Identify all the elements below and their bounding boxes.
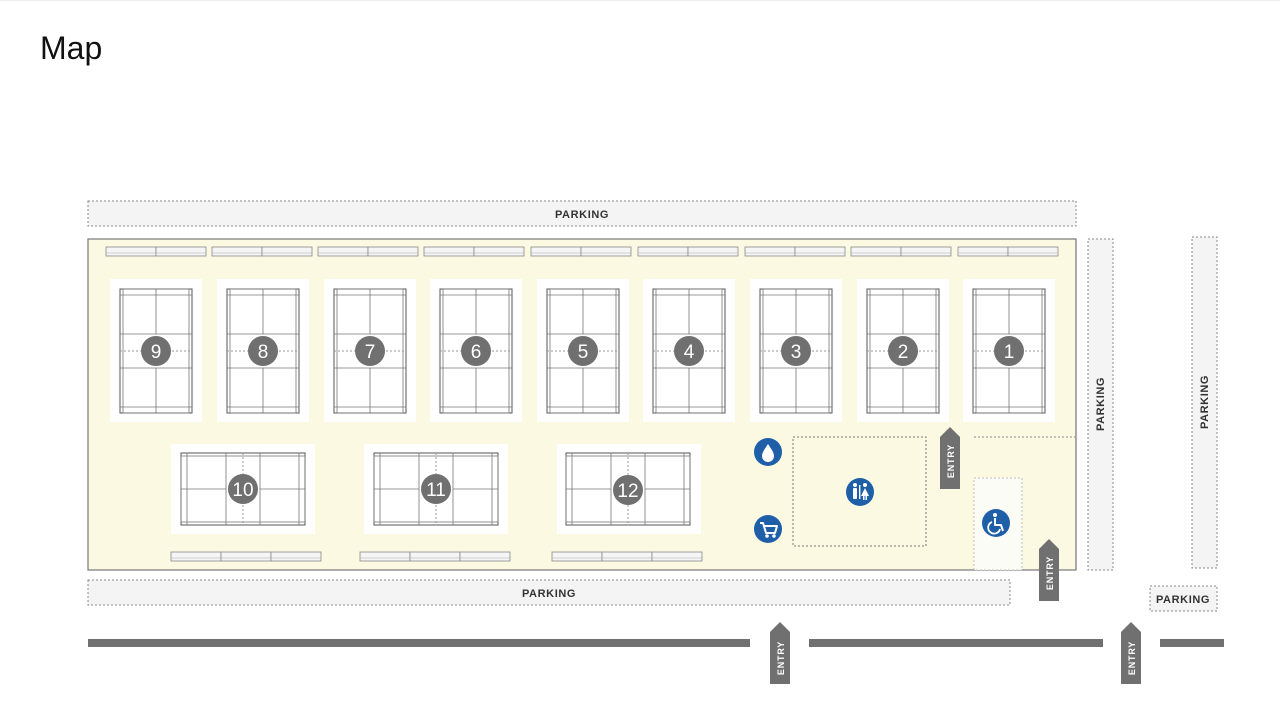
svg-text:5: 5 [578, 342, 589, 363]
shopping-cart-icon[interactable] [754, 515, 782, 543]
svg-text:4: 4 [684, 342, 695, 363]
entry-arrow-road-right[interactable]: ENTRY [1121, 622, 1141, 684]
court-8[interactable]: 8 [226, 288, 300, 414]
water-drop-icon[interactable] [754, 438, 782, 466]
parking-top: PARKING [87, 200, 1077, 227]
court-9[interactable]: 9 [119, 288, 193, 414]
svg-text:2: 2 [898, 342, 909, 363]
svg-text:PARKING: PARKING [522, 588, 576, 600]
svg-text:8: 8 [258, 342, 269, 363]
court-12[interactable]: 12 [565, 452, 691, 526]
wheelchair-icon[interactable] [982, 509, 1010, 537]
svg-text:1: 1 [1004, 342, 1015, 363]
parking-small: PARKING [1149, 585, 1218, 612]
court-1[interactable]: 1 [972, 288, 1046, 414]
bench-row-bottom [170, 551, 703, 562]
svg-text:ENTRY: ENTRY [1127, 641, 1137, 675]
entry-arrow-lobby[interactable]: ENTRY [940, 427, 960, 489]
svg-text:ENTRY: ENTRY [946, 444, 956, 478]
parking-right-outer: PARKING [1191, 236, 1218, 569]
court-2[interactable]: 2 [866, 288, 940, 414]
entry-arrow-road-left[interactable]: ENTRY [770, 622, 790, 684]
parking-bottom: PARKING [87, 579, 1011, 606]
svg-text:11: 11 [426, 480, 446, 501]
svg-text:10: 10 [232, 480, 253, 501]
svg-text:12: 12 [617, 481, 638, 502]
svg-text:3: 3 [791, 342, 802, 363]
svg-text:9: 9 [151, 342, 162, 363]
svg-text:PARKING: PARKING [555, 209, 609, 221]
svg-text:PARKING: PARKING [1199, 375, 1211, 429]
court-7[interactable]: 7 [333, 288, 407, 414]
svg-text:PARKING: PARKING [1095, 377, 1107, 431]
restroom-icon[interactable] [846, 478, 874, 506]
svg-text:PARKING: PARKING [1156, 594, 1210, 606]
road [88, 639, 1224, 647]
bench-row-top [105, 246, 1059, 257]
restroom-area [792, 436, 927, 547]
court-3[interactable]: 3 [759, 288, 833, 414]
court-5[interactable]: 5 [546, 288, 620, 414]
court-10[interactable]: 10 [180, 452, 306, 526]
svg-text:ENTRY: ENTRY [776, 641, 786, 675]
court-6[interactable]: 6 [439, 288, 513, 414]
court-4[interactable]: 4 [652, 288, 726, 414]
entry-arrow-side[interactable]: ENTRY [1039, 539, 1059, 601]
svg-text:ENTRY: ENTRY [1045, 556, 1055, 590]
court-11[interactable]: 11 [373, 452, 499, 526]
page-title: Map [40, 30, 103, 66]
parking-right-inner: PARKING [1087, 238, 1114, 571]
svg-text:7: 7 [365, 342, 376, 363]
top-divider [0, 0, 1280, 1]
svg-text:6: 6 [471, 342, 482, 363]
